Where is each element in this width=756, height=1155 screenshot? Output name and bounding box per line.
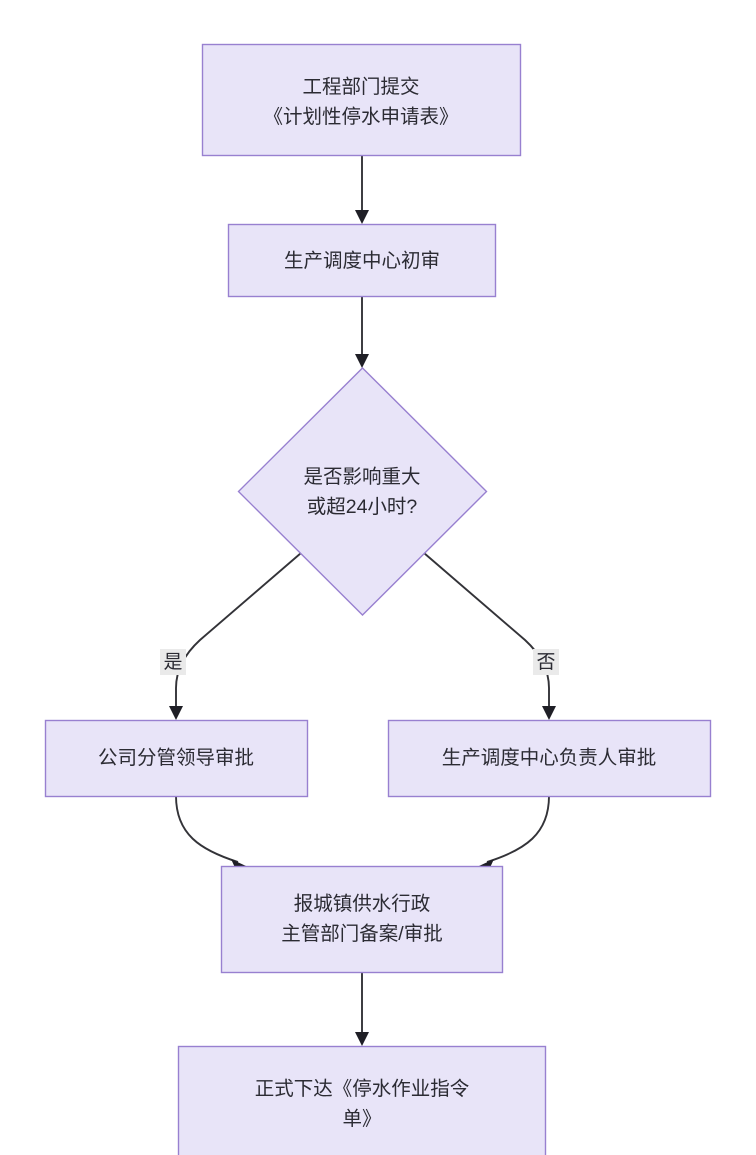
node-issue-order-shape[interactable]: [177, 1045, 547, 1155]
node-government-filing[interactable]: 报城镇供水行政 主管部门备案/审批: [220, 865, 504, 974]
node-issue-order-line-1: 正式下达《停水作业指令: [255, 1078, 470, 1100]
edge-line: [423, 552, 550, 712]
node-leader-approval-line-1: 公司分管领导审批: [98, 747, 254, 769]
node-submit-line-1: 工程部门提交: [302, 76, 419, 98]
edge-government-filing-to-issue-order: [355, 972, 369, 1046]
node-first-review-shape[interactable]: [227, 223, 497, 298]
edge-center-head-approval-to-government-filing: [479, 795, 550, 872]
arrowhead-icon: [231, 859, 246, 872]
edge-line: [175, 552, 302, 712]
node-center-head-approval-shape[interactable]: [387, 719, 712, 798]
node-decision-line-2: 或超24小时?: [307, 496, 418, 518]
node-decision-shape[interactable]: [237, 367, 488, 616]
edge-label-no: 否: [536, 652, 555, 673]
node-first-review-line-1: 生产调度中心初审: [284, 250, 440, 272]
node-decision-line-1: 是否影响重大: [303, 466, 420, 488]
arrowhead-icon: [479, 859, 494, 872]
node-leader-approval-shape[interactable]: [44, 719, 309, 798]
edge-line: [486, 795, 550, 863]
arrowhead-icon: [169, 706, 183, 720]
node-government-filing-line-1: 报城镇供水行政: [294, 893, 431, 915]
node-leader-approval[interactable]: 公司分管领导审批: [44, 719, 309, 798]
arrowhead-icon: [542, 706, 556, 720]
arrowhead-icon: [355, 354, 369, 368]
arrowhead-icon: [355, 1032, 369, 1046]
edge-decision-to-leader-approval: 是: [160, 552, 302, 720]
node-issue-order-line-2: 单》: [342, 1108, 381, 1130]
node-government-filing-shape[interactable]: [220, 865, 504, 974]
node-government-filing-line-2: 主管部门备案/审批: [281, 923, 442, 945]
node-submit-line-2: 《计划性停水申请表》: [263, 106, 458, 128]
edge-label-background: [160, 649, 186, 675]
edge-label-yes: 是: [163, 652, 182, 673]
edge-label-background: [533, 649, 559, 675]
edge-line: [175, 795, 239, 863]
edge-first-review-to-decision: [355, 297, 369, 368]
node-decision[interactable]: 是否影响重大 或超24小时?: [237, 367, 488, 616]
node-submit-shape[interactable]: [201, 43, 522, 157]
node-first-review[interactable]: 生产调度中心初审: [227, 223, 497, 298]
node-issue-order[interactable]: 正式下达《停水作业指令 单》: [177, 1045, 547, 1155]
node-submit[interactable]: 工程部门提交 《计划性停水申请表》: [201, 43, 522, 157]
edge-decision-to-center-head-approval: 否: [423, 552, 559, 720]
node-center-head-approval[interactable]: 生产调度中心负责人审批: [387, 719, 712, 798]
edge-leader-approval-to-government-filing: [175, 795, 246, 872]
arrowhead-icon: [355, 210, 369, 224]
edge-submit-to-first-review: [355, 155, 369, 224]
node-center-head-approval-line-1: 生产调度中心负责人审批: [442, 747, 657, 769]
